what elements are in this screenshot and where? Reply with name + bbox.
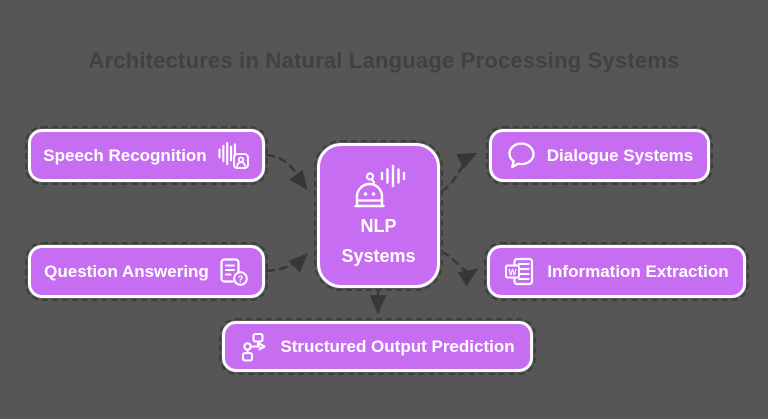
robot-voice-icon bbox=[350, 163, 408, 209]
connector-speech-to-center bbox=[265, 153, 308, 190]
node-dialogue-systems: Dialogue Systems bbox=[486, 126, 713, 185]
connector-center-to-dialogue bbox=[440, 152, 478, 193]
document-question-icon: ? bbox=[219, 257, 249, 287]
center-label-line2: Systems bbox=[341, 245, 416, 266]
speech-waveform-person-icon bbox=[217, 141, 250, 170]
node-speech-recognition: Speech Recognition bbox=[25, 126, 268, 185]
node-question-answering: Question Answering ? bbox=[25, 242, 268, 301]
node-label: Dialogue Systems bbox=[546, 145, 694, 165]
diagram-title: Architectures in Natural Language Proces… bbox=[88, 48, 680, 73]
node-label: Speech Recognition bbox=[43, 145, 207, 165]
svg-text:W: W bbox=[509, 267, 518, 277]
node-information-extraction: W Information Extraction bbox=[484, 242, 749, 301]
node-structured-output-prediction: Structured Output Prediction bbox=[219, 318, 536, 375]
svg-text:?: ? bbox=[238, 274, 244, 284]
speech-bubble-icon bbox=[506, 141, 537, 170]
flowchart-icon bbox=[240, 332, 270, 362]
center-label-line1: NLP bbox=[360, 216, 397, 237]
connector-question-to-center bbox=[265, 253, 308, 273]
connector-center-to-infoext bbox=[440, 250, 478, 287]
node-nlp-systems: NLP Systems bbox=[314, 140, 443, 291]
node-label: Information Extraction bbox=[547, 261, 729, 281]
word-document-icon: W bbox=[504, 257, 537, 286]
node-label: Question Answering bbox=[44, 261, 209, 281]
node-label: Structured Output Prediction bbox=[280, 336, 515, 356]
